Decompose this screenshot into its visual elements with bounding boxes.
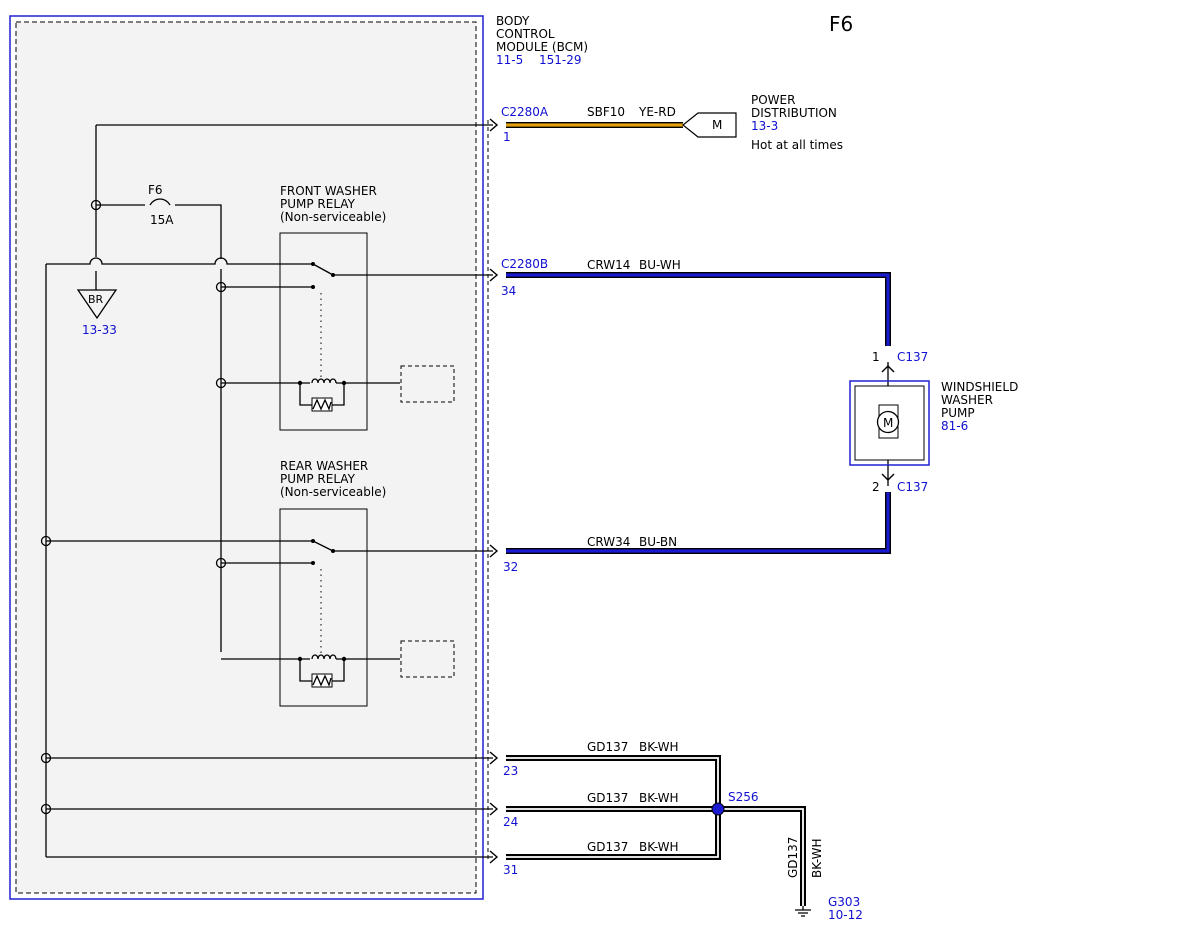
junction-circle xyxy=(90,199,102,211)
pin-gd1: 23 xyxy=(503,764,518,778)
bcm-outer-border xyxy=(9,15,484,900)
ground-wires xyxy=(506,755,811,917)
circuit-gd3-name: GD137 xyxy=(587,840,628,854)
pin-crw14: 34 xyxy=(501,284,516,298)
connector-c137-top[interactable]: C137 xyxy=(897,350,928,364)
circuit-gd1-color: BK-WH xyxy=(639,740,679,754)
page-title: F6 xyxy=(829,12,853,36)
power-distribution-label: POWER DISTRIBUTION 13-3 Hot at all times xyxy=(751,93,843,152)
ground-g303-icon xyxy=(795,906,811,917)
circuit-sbf10-color: YE-RD xyxy=(638,105,676,119)
connection-points xyxy=(40,199,227,815)
motor-icon xyxy=(876,410,900,434)
pin-sbf10: 1 xyxy=(503,130,511,144)
junction-circle xyxy=(215,281,227,293)
fuse-name: F6 xyxy=(148,183,163,197)
relay-resistor-icon xyxy=(312,674,332,687)
circuit-gd2-name: GD137 xyxy=(587,791,628,805)
splice-s256-dot xyxy=(711,802,725,816)
bcm-label-line-2: CONTROL xyxy=(496,27,555,41)
pump-label-2: WASHER xyxy=(941,393,993,407)
rear-relay-label-2: PUMP RELAY xyxy=(280,472,356,486)
power-label-1: POWER xyxy=(751,93,795,107)
pump-pin-2: 2 xyxy=(872,480,880,494)
br-ref[interactable]: 13-33 xyxy=(82,323,117,337)
br-label: BR xyxy=(88,293,104,306)
relay-resistor-icon xyxy=(312,398,332,411)
junction-circle xyxy=(215,377,227,389)
internal-fuse-branch xyxy=(96,204,222,652)
bcm-ref-b[interactable]: 151-29 xyxy=(539,53,582,67)
fuse-f6-symbol xyxy=(149,198,171,206)
connector-c2280b[interactable]: C2280B xyxy=(501,257,548,271)
bcm-label: BODY CONTROL MODULE (BCM) 11-5 151-29 xyxy=(496,14,588,67)
rear-relay-label-1: REAR WASHER xyxy=(280,459,368,473)
circuit-gd-out-name: GD137 xyxy=(786,837,800,878)
pin-gd3: 31 xyxy=(503,863,518,877)
bcm-internal-wiring xyxy=(45,124,493,858)
rear-washer-pump-relay: REAR WASHER PUMP RELAY (Non-serviceable) xyxy=(279,459,455,707)
relay-control-box xyxy=(400,640,455,678)
relay-switch-arm xyxy=(312,540,334,552)
wire-crw14 xyxy=(506,272,891,346)
ground-g303-label[interactable]: G303 xyxy=(828,895,860,909)
connector-c2280a[interactable]: C2280A xyxy=(501,105,549,119)
junction-circle xyxy=(40,803,52,815)
junction-circle xyxy=(40,535,52,547)
power-label-2: DISTRIBUTION xyxy=(751,106,837,120)
front-relay-label-1: FRONT WASHER xyxy=(280,184,377,198)
br-symbol: BR 13-33 xyxy=(76,289,118,337)
power-ref[interactable]: 13-3 xyxy=(751,119,778,133)
circuit-sbf10-name: SBF10 xyxy=(587,105,625,119)
front-relay-label-2: PUMP RELAY xyxy=(280,197,356,211)
circuit-crw14-name: CRW14 xyxy=(587,258,630,272)
pin-crw34: 32 xyxy=(503,560,518,574)
bcm-label-line-3: MODULE (BCM) xyxy=(496,40,588,54)
circuit-crw34-name: CRW34 xyxy=(587,535,630,549)
junction-circle xyxy=(215,557,227,569)
pin-gd2: 24 xyxy=(503,815,518,829)
pump-motor-label: M xyxy=(883,416,893,430)
bcm-ref-a[interactable]: 11-5 xyxy=(496,53,523,67)
pump-label-1: WINDSHIELD xyxy=(941,380,1018,394)
ground-g303-ref[interactable]: 10-12 xyxy=(828,908,863,922)
pump-pin-1: 1 xyxy=(872,350,880,364)
rear-relay-label-3: (Non-serviceable) xyxy=(280,485,386,499)
bcm-label-line-1: BODY xyxy=(496,14,530,28)
front-relay-label-3: (Non-serviceable) xyxy=(280,210,386,224)
connector-pin-arrows xyxy=(489,118,499,864)
splice-s256-label[interactable]: S256 xyxy=(728,790,759,804)
junction-circle xyxy=(40,752,52,764)
pump-label: WINDSHIELD WASHER PUMP 81-6 xyxy=(941,380,1018,433)
wire-crw34 xyxy=(506,492,891,554)
circuit-gd2-color: BK-WH xyxy=(639,791,679,805)
connector-c137-bottom[interactable]: C137 xyxy=(897,480,928,494)
circuit-gd3-color: BK-WH xyxy=(639,840,679,854)
pump-label-3: PUMP xyxy=(941,406,975,420)
relay-control-box xyxy=(400,365,455,403)
pump-ref[interactable]: 81-6 xyxy=(941,419,968,433)
bcm-inner-box xyxy=(15,21,477,894)
front-relay-supply-wire xyxy=(46,257,313,265)
wire-sbf10: M xyxy=(506,112,737,138)
power-plug-label: M xyxy=(712,118,722,132)
fuse-rating: 15A xyxy=(150,213,174,227)
relay-switch-arm xyxy=(312,263,334,276)
circuit-gd1-name: GD137 xyxy=(587,740,628,754)
internal-ground-wires xyxy=(46,757,493,858)
power-note: Hot at all times xyxy=(751,138,843,152)
windshield-washer-pump: M xyxy=(849,362,930,486)
circuit-crw14-color: BU-WH xyxy=(639,258,681,272)
front-washer-pump-relay: FRONT WASHER PUMP RELAY (Non-serviceable… xyxy=(279,184,455,431)
circuit-gd-out-color: BK-WH xyxy=(810,838,824,878)
circuit-crw34-color: BU-BN xyxy=(639,535,677,549)
